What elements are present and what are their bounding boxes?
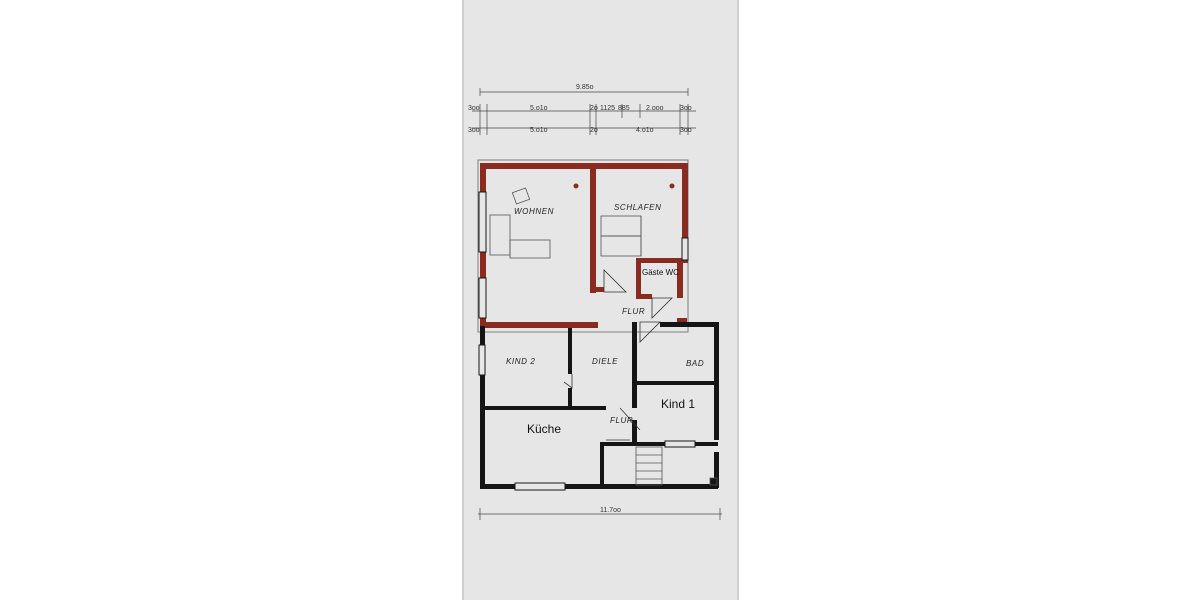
dimension-overall-top: 9.85o xyxy=(576,84,594,91)
dimension-row1-6: 3oo xyxy=(680,105,692,112)
room-label-schlafen: SCHLAFEN xyxy=(614,203,661,212)
furniture xyxy=(489,187,718,486)
windows xyxy=(478,191,696,491)
dimension-row2-4: 3oo xyxy=(680,127,692,134)
sheet-edge-left xyxy=(462,0,464,600)
dimension-overall-bottom: 11.7oo xyxy=(600,507,621,514)
room-label-flur-upper: FLUR xyxy=(622,307,645,316)
room-label-gaeste-wc: Gäste WC xyxy=(642,268,679,277)
dimension-row1-5: 2.ooo xyxy=(646,105,664,112)
dimension-row1-3: 1125 xyxy=(600,105,615,112)
dimension-row2-3: 4.o1o xyxy=(636,127,654,134)
upper-block-outline xyxy=(477,159,689,333)
room-labels: WOHNEN SCHLAFEN Gäste WC FLUR KIND 2 DIE… xyxy=(506,203,704,436)
dimension-row1-4: 885 xyxy=(618,105,630,112)
room-label-kind1: Kind 1 xyxy=(661,397,695,411)
dimension-row1-0: 3oo xyxy=(468,105,480,112)
sheet-edge-right xyxy=(737,0,739,600)
room-label-diele: DIELE xyxy=(592,357,618,366)
room-label-flur-lower: FLUR xyxy=(610,416,633,425)
room-label-kueche: Küche xyxy=(527,422,561,436)
dimension-row2-0: 3oo xyxy=(468,127,480,134)
dimension-row1-2: 2o xyxy=(590,105,598,112)
room-label-kind2: KIND 2 xyxy=(506,357,535,366)
dimension-texts: 9.85o 3oo 5.o1o 2o 1125 885 2.ooo 3oo 3o… xyxy=(468,84,692,514)
room-label-wohnen: WOHNEN xyxy=(514,207,554,216)
dimension-row1-1: 5.o1o xyxy=(530,105,548,112)
dimension-lines xyxy=(472,88,722,520)
room-label-bad: BAD xyxy=(686,359,704,368)
dimension-row2-2: 2o xyxy=(590,127,598,134)
walls-red xyxy=(480,163,688,328)
dimension-row2-1: 5.o1o xyxy=(530,127,548,134)
door-swings xyxy=(563,269,673,441)
corner-markers xyxy=(573,183,675,189)
plan-sheet xyxy=(462,0,739,600)
